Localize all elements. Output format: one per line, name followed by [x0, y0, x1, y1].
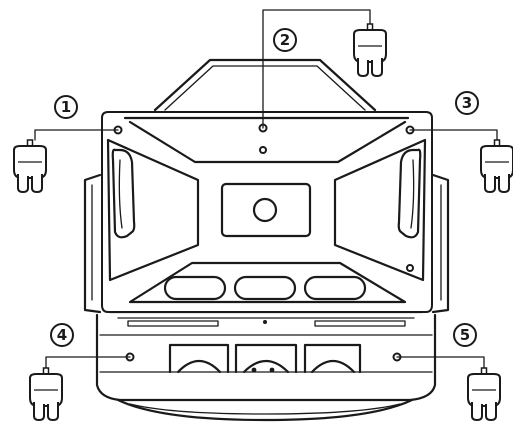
main-plate [101, 111, 433, 313]
bottom-skirt [116, 398, 414, 422]
callout-5-label: 5 [460, 326, 470, 344]
caster-wheel-3 [480, 139, 513, 193]
right-side-rail [431, 173, 450, 314]
callout-1: 1 [54, 95, 78, 119]
caster-wheel-4 [29, 367, 63, 421]
callout-3-label: 3 [462, 94, 472, 112]
callout-5: 5 [453, 323, 477, 347]
callout-2-label: 2 [280, 31, 290, 49]
callout-4: 4 [50, 323, 74, 347]
caster-wheel-5 [467, 367, 501, 421]
callout-4-label: 4 [57, 326, 67, 344]
callout-1-label: 1 [61, 98, 71, 116]
chair-base [83, 58, 450, 422]
right-lobe [333, 138, 427, 282]
caster-wheel-2 [353, 23, 387, 77]
left-side-rail [83, 173, 102, 314]
caster-wheel-1 [13, 139, 47, 193]
callout-2: 2 [273, 28, 297, 52]
leader-lines [34, 9, 498, 369]
lower-body [95, 313, 437, 402]
backrest-top [153, 58, 377, 112]
center-plate [220, 182, 312, 238]
callout-3: 3 [455, 91, 479, 115]
left-lobe [106, 138, 200, 282]
